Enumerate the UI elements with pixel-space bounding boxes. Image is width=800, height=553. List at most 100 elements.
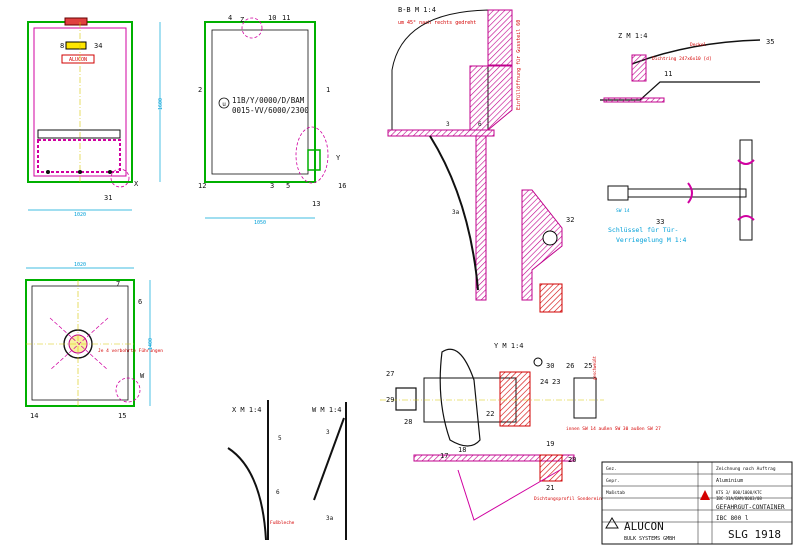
callout-23: 23 [552,378,560,386]
top-container-outline [25,279,135,407]
callout-3-w: 3 [326,429,330,436]
title-block-frame [601,461,793,545]
front-foot-bolt [46,170,50,174]
tb-product-sub: IBC 800 l [716,515,749,522]
marking-line-1: 11B/Y/0000/D/BAM [232,96,305,105]
key-handle [739,139,753,241]
key-hex-end [607,185,629,201]
front-outlet-housing [37,129,121,139]
detail-x-circle [110,168,130,188]
callout-34: 34 [94,42,102,50]
callout-21: 21 [546,484,554,492]
key-view: SW 14 33 Schlüssel für Tür- Verriegelung… [607,139,755,244]
detail-y-label: Y [336,154,341,162]
front-width-value: 1020 [74,212,86,218]
detail-w-view: W M 1:4 3 3a [312,402,347,540]
callout-5-x: 5 [278,435,282,442]
tb-company: ALUCON [624,520,664,533]
section-bb-note: um 45° nach rechts gedreht [398,20,476,26]
un-mark-circle [218,97,230,109]
callout-3a-bb: 3a [452,209,460,216]
front-foot-bolt [78,170,82,174]
front-foot-bolt [108,170,112,174]
y-valve-handle [439,348,481,447]
z-cover-label: Deckel [690,42,707,48]
callout-15: 15 [118,412,126,420]
callout-25: 25 [584,362,592,370]
callout-6-bb: 6 [478,121,482,128]
callout-4: 4 [228,14,232,22]
key-break-mark [737,159,755,165]
callout-5: 5 [286,182,290,190]
y-pin-30 [533,357,543,367]
key-note-line1: Schlüssel für Tür- [608,226,678,234]
callout-32: 32 [566,216,574,224]
y-seal-block [539,454,563,482]
y-base-plate [413,454,575,462]
top-view: Je 4 verbohrte Führungen 7 6 W 14 15 102… [25,262,163,420]
bracket-32-pad [539,283,563,313]
callout-8: 8 [60,42,64,50]
bracket-32 [521,189,563,301]
bb-flange-body [469,65,513,131]
marking-line-2: 0015-VV/6000/2300 [232,106,309,115]
tb-spec-2: IBC 31A/BAM/0003/08 [716,496,762,501]
detail-x-curve [227,447,267,541]
callout-24: 24 [540,378,548,386]
callout-13: 13 [312,200,320,208]
tb-drawn: Gez. [606,466,617,472]
bb-dome-outline [391,9,489,130]
y-sealing-profile: Dichtungsprofil Sondereinführung (Werkze… [534,496,659,502]
callout-14: 14 [30,412,38,420]
callout-3-bb: 3 [446,121,450,128]
callout-31: 31 [104,194,112,202]
callout-10: 10 [268,14,276,22]
section-y-view: Y M 1:4 29 27 28 22 24 23 26 25 30 19 20… [380,342,661,521]
front-outlet-guard [37,139,121,173]
callout-35: 35 [766,38,774,46]
tb-company-logo [605,517,619,529]
section-z-title: Z M 1:4 [618,32,648,40]
footplate-note: Fußbleche [270,520,295,526]
detail-z-circle [241,17,263,39]
y-support-strut [457,469,561,521]
front-view: 8 34 ALUCON X 31 1600 1020 [27,17,164,218]
callout-3: 3 [270,182,274,190]
y-coupling [499,371,531,427]
side-frame-inner [211,29,309,175]
detail-x-title: X M 1:4 [232,406,262,414]
front-filler-cap [64,17,88,26]
front-height-value: 1600 [158,98,164,110]
callout-16: 16 [338,182,346,190]
tb-product: GEFAHRGUT-CONTAINER [716,504,785,511]
top-depth-value: 1400 [148,338,154,350]
top-width-value: 1020 [74,262,86,268]
z-rim-plate [603,97,665,103]
key-break-mark [687,182,693,204]
detail-w-label: W [140,372,145,380]
key-sw-label: SW 14 [616,208,630,214]
callout-33: 33 [656,218,664,226]
callout-27: 27 [386,370,394,378]
tb-checked: Gepr. [606,478,620,484]
side-valve-block [307,149,321,171]
callout-30: 30 [546,362,554,370]
callout-6: 6 [138,298,142,306]
bb-opening-label: Einfüllöffnung für Gussteil 60 [516,20,522,110]
tb-logo-mark [700,490,710,500]
bb-curved-rib [429,135,479,291]
front-yellow-plate [65,41,87,50]
callout-17: 17 [440,452,448,460]
tb-spec-1: KTS 3/ 800/1000/KTC [716,490,762,495]
section-bb-view: B-B M 1:4 um 45° nach rechts gedreht Ein… [387,6,522,301]
bb-wall [475,135,487,301]
key-shaft [627,188,747,198]
detail-x-view: X M 1:4 5 6 Fußbleche [227,400,295,541]
callout-26: 26 [566,362,574,370]
callout-28: 28 [404,418,412,426]
callout-2: 2 [198,86,202,94]
y-nut-29 [395,387,417,411]
top-frame-inner [31,285,129,401]
section-y-title: Y M 1:4 [494,342,524,350]
